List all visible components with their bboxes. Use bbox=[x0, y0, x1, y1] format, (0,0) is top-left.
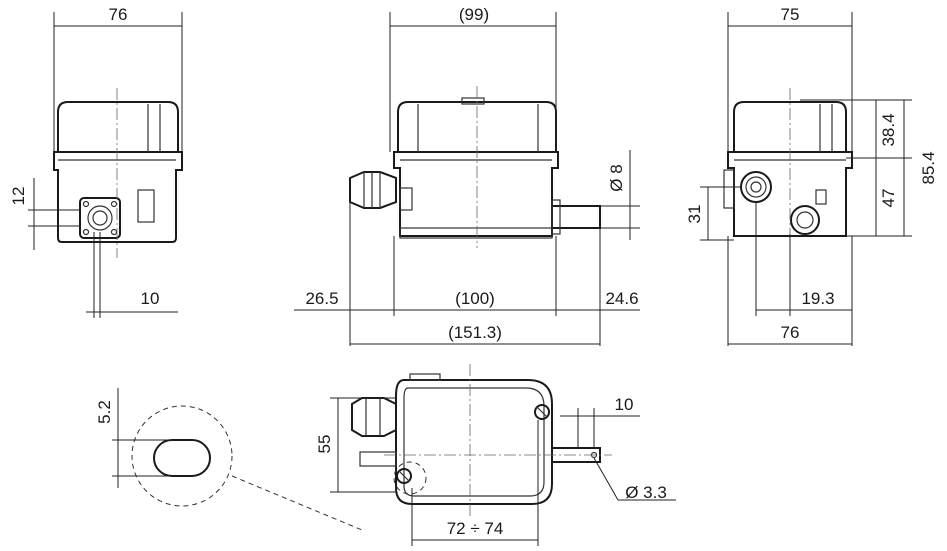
end-view-cover bbox=[57, 101, 179, 153]
front-view-shaft-label: Ø 8 bbox=[607, 164, 626, 191]
detail-circle bbox=[131, 405, 233, 507]
top-view-mount-spacing-label: 72 ÷ 74 bbox=[447, 519, 504, 538]
detail-slot bbox=[153, 439, 211, 477]
side-view-cover bbox=[733, 101, 847, 153]
end-view-tab bbox=[137, 189, 155, 223]
side-view-shaft-icon bbox=[790, 205, 820, 235]
side-view-height-upper-label: 38.4 bbox=[879, 113, 898, 146]
top-view: 55 10 Ø 3.3 72 ÷ 74 bbox=[315, 364, 676, 546]
end-view-width-label: 76 bbox=[109, 5, 128, 24]
top-view-shaft-offset-label: 10 bbox=[615, 395, 634, 414]
screw-head-bottom-left-icon bbox=[396, 468, 412, 484]
cable-gland-icon bbox=[349, 171, 397, 209]
top-view-gland-icon bbox=[351, 397, 397, 437]
screw-head-top-right-icon bbox=[534, 404, 550, 420]
front-view-left-ext-label: 26.5 bbox=[305, 289, 338, 308]
front-view-body-length-label: (100) bbox=[455, 289, 495, 308]
side-view-height-total-label: 85.4 bbox=[919, 151, 938, 184]
top-view-hole-label: Ø 3.3 bbox=[625, 483, 667, 502]
front-view-width-label: (99) bbox=[459, 5, 489, 24]
side-view-gland-icon bbox=[740, 171, 772, 203]
top-view-body bbox=[395, 379, 553, 505]
side-view-width-label: 75 bbox=[781, 5, 800, 24]
front-view-body bbox=[393, 151, 559, 237]
front-view-overall-length-label: (151.3) bbox=[448, 323, 502, 342]
end-view: 76 12 10 bbox=[9, 5, 183, 318]
end-view-body bbox=[53, 151, 183, 243]
detail-slot-label: 5.2 bbox=[95, 400, 114, 424]
end-view-offset-label: 10 bbox=[141, 289, 160, 308]
top-view-depth-label: 55 bbox=[315, 435, 334, 454]
front-view-shaft bbox=[551, 205, 601, 229]
front-view: (99) Ø 8 26.5 (100) 24.6 (151.3) bbox=[294, 5, 640, 346]
end-view-height-label: 12 bbox=[9, 187, 28, 206]
side-view-offset-label: 19.3 bbox=[801, 289, 834, 308]
front-view-right-ext-label: 24.6 bbox=[605, 289, 638, 308]
side-view-width-bottom-label: 76 bbox=[781, 323, 800, 342]
side-view: 75 38.4 85.4 47 31 19.3 76 bbox=[685, 5, 938, 346]
side-view-height-left-label: 31 bbox=[685, 205, 704, 224]
detail-view: 5.2 bbox=[95, 388, 363, 531]
side-view-height-lower-label: 47 bbox=[879, 189, 898, 208]
